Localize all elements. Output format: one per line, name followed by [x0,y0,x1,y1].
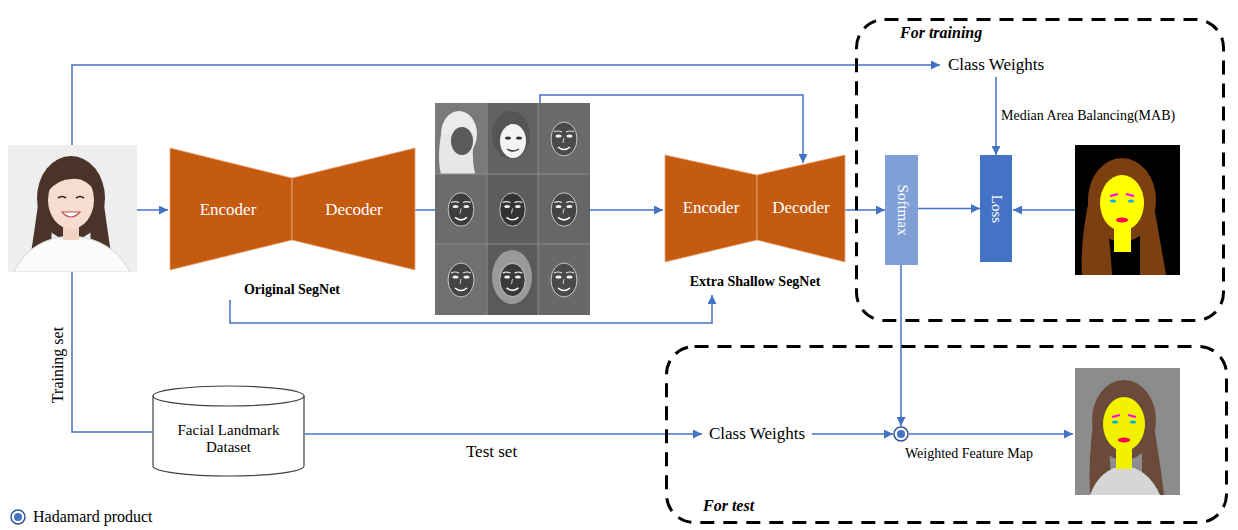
picture-wires [72,65,1075,434]
connector-arrow [845,209,885,211]
hadamard-dot [14,513,22,521]
wire [415,209,435,211]
edge-label: Test set [466,442,517,462]
bowtie-outline [170,148,415,300]
wire [909,433,1073,435]
legend-text: Hadamard product [33,508,153,526]
softmax-box: Softmax [885,155,918,265]
edge-label: Median Area Balancing(MAB) [1001,108,1175,124]
node-text: For test [703,497,754,515]
wire [590,209,663,211]
connector-arrow [305,433,702,435]
hadamard-node: Weighted Feature Map [893,426,909,442]
node-text: Weighted Feature Map [905,446,1033,462]
dashed-region [667,347,1227,523]
legend-swatch [8,507,28,527]
node-text: Extra Shallow SegNet [690,274,821,290]
class-weights: Class Weights [702,422,812,446]
node-text: Facial Landmark Dataset [166,422,291,457]
node-text: Class Weights [709,424,805,444]
connector-arrow [230,295,712,323]
dashed-region [857,20,1224,321]
connector-arrow [918,208,980,210]
node-text: Decoder [772,198,830,218]
hadamard-ring [11,510,25,524]
connector-arrow [995,77,997,155]
wire [72,272,152,432]
circle-outline [893,426,909,442]
dataset-cylinder: Facial Landmark Dataset [152,385,305,477]
hadamard-dot [897,430,905,438]
segnet-block: Encoder DecoderOriginal SegNet [170,148,415,300]
wire [1013,209,1075,211]
node-text: Decoder [325,200,383,220]
network-half [292,148,415,270]
network-half [170,148,292,270]
hadamard-ring [894,427,908,441]
node-text: Loss [987,194,1004,222]
training-region: Class WeightsSoftmax Loss For training [855,18,1225,322]
wire [540,95,803,163]
network-half [757,155,845,262]
output-image [1075,368,1180,495]
bowtie-outline [665,150,845,295]
wire [72,65,940,145]
node-text: For training [900,24,982,42]
set-label: Training set [49,327,67,403]
node-text: Softmax [893,185,910,236]
class-weights: Class Weights [941,53,1051,77]
input-photo [8,145,137,272]
legend-entry: Hadamard product [8,507,153,527]
feature-maps [435,103,590,315]
node-text: Class Weights [948,55,1044,75]
segnet-block: Encoder DecoderExtra Shallow SegNet [665,150,845,295]
node-text: Encoder [683,198,740,218]
cylinder-rim [153,396,304,406]
loss-box: Loss [980,155,1012,262]
connector-arrow [812,433,893,435]
node-text: Encoder [200,200,257,220]
wire [137,209,168,211]
node-text: Original SegNet [244,282,340,298]
network-half [665,155,757,262]
cylinder-body [153,386,304,476]
ground-truth-mask [1075,145,1180,275]
test-region: Class WeightsWeighted Feature MapFor tes… [665,345,1228,524]
